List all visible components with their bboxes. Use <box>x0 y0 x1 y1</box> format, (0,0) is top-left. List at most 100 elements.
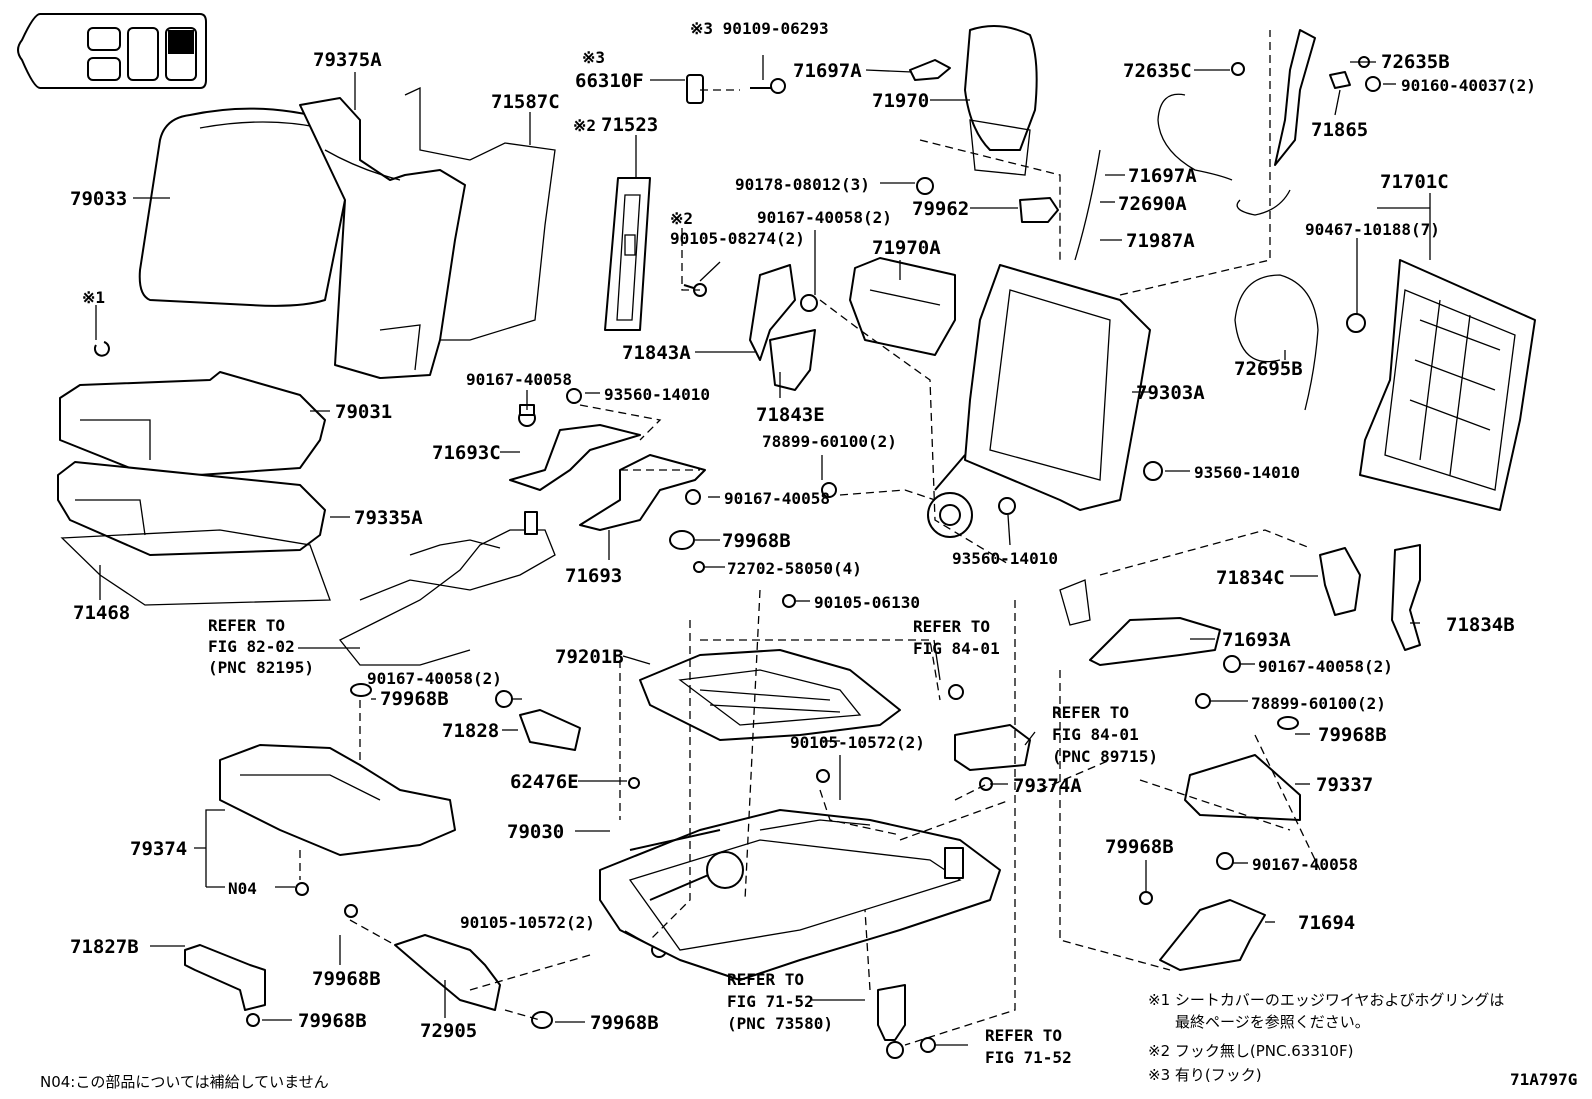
back-board-71701C <box>1359 259 1536 511</box>
cover-79337 <box>1184 754 1301 821</box>
label-71987A: 71987A <box>1126 230 1195 252</box>
cover-72905 <box>394 934 501 1011</box>
label-79968B-g: 79968B <box>590 1012 659 1034</box>
part-labels: 79375A 71587C 79033 79031 79335A 71468 ※… <box>70 19 1536 1042</box>
refer-84b-line2: FIG 84-01 <box>1052 725 1139 744</box>
note-2: ※2 フック無し(PNC.63310F) <box>1148 1042 1353 1060</box>
seat-frame-79201B <box>639 649 901 741</box>
felt-71587C <box>404 86 556 341</box>
label-79968B-e: 79968B <box>298 1010 367 1032</box>
label-90167-40058-b: 90167-40058 <box>724 489 830 508</box>
cover-71827B <box>184 944 266 1011</box>
label-90467-10188: 90467-10188(7) <box>1305 220 1440 239</box>
refer-82-line3: (PNC 82195) <box>208 658 314 677</box>
clip-71697A <box>909 59 951 81</box>
label-90160-40037: 90160-40037(2) <box>1401 76 1536 95</box>
label-79033: 79033 <box>70 188 127 210</box>
refer-7152b-line1: REFER TO <box>985 1026 1062 1045</box>
label-93560-14010-a: 93560-14010 <box>604 385 710 404</box>
label-90105-06130: 90105-06130 <box>814 593 920 612</box>
label-79962: 79962 <box>912 198 969 220</box>
label-90167-40058-c: 90167-40058 <box>1252 855 1358 874</box>
refer-84b-line3: (PNC 89715) <box>1052 747 1158 766</box>
bracket-71828 <box>519 709 581 751</box>
label-79201B: 79201B <box>555 646 624 668</box>
label-90105-08274: 90105-08274(2) <box>670 229 805 248</box>
label-72905: 72905 <box>420 1020 477 1042</box>
refer-7152a-line2: FIG 71-52 <box>727 992 814 1011</box>
label-71834C: 71834C <box>1216 567 1285 589</box>
label-71693: 71693 <box>565 565 622 587</box>
label-78899-60100-b: 78899-60100(2) <box>1251 694 1386 713</box>
label-71468: 71468 <box>73 602 130 624</box>
refer-7152b-line2: FIG 71-52 <box>985 1048 1072 1067</box>
label-90178-08012: 90178-08012(3) <box>735 175 870 194</box>
mark-2a: ※2 <box>573 116 596 135</box>
label-71843E: 71843E <box>756 404 825 426</box>
seat-position-indicator <box>17 13 207 89</box>
label-79374: 79374 <box>130 838 187 860</box>
label-79968B-b: 79968B <box>1318 724 1387 746</box>
label-71843A: 71843A <box>622 342 691 364</box>
footnotes: ※1 シートカバーのエッジワイヤおよびホグリングは 最終ページを参照ください。 … <box>40 991 1577 1091</box>
cover-79374 <box>219 744 456 856</box>
recliner-covers-71834 <box>1319 544 1421 651</box>
note-1-line1: ※1 シートカバーのエッジワイヤおよびホグリングは <box>1148 991 1504 1009</box>
label-79335A: 79335A <box>354 507 423 529</box>
label-71694: 71694 <box>1298 912 1355 934</box>
label-72695B: 72695B <box>1234 358 1303 380</box>
wire-harness <box>338 511 556 666</box>
headrest-71970 <box>964 25 1038 176</box>
hinge-cover-71693A <box>1059 579 1221 666</box>
refer-82-line1: REFER TO <box>208 616 285 635</box>
label-90105-10572-a: 90105-10572(2) <box>460 913 595 932</box>
label-71697A-b: 71697A <box>1128 165 1197 187</box>
label-71693C: 71693C <box>432 442 501 464</box>
note-n04: N04:この部品については補給していません <box>40 1073 329 1091</box>
refer-82-line2: FIG 82-02 <box>208 637 295 656</box>
hog-ring-icon <box>93 341 110 357</box>
mark-2b: ※2 <box>670 209 693 228</box>
label-71827B: 71827B <box>70 936 139 958</box>
ecu-box <box>954 724 1031 771</box>
cable-72695B <box>1234 274 1319 411</box>
label-71587C: 71587C <box>491 91 560 113</box>
label-72702-58050: 72702-58050(4) <box>727 559 862 578</box>
label-79337: 79337 <box>1316 774 1373 796</box>
label-79030: 79030 <box>507 821 564 843</box>
label-79303A: 79303A <box>1136 382 1205 404</box>
hinge-cover-71523 <box>604 177 651 331</box>
note-3: ※3 有り(フック) <box>1148 1066 1262 1084</box>
label-90167-40058-a: 90167-40058 <box>466 370 572 389</box>
recliner-covers <box>749 264 816 391</box>
label-90167-40058-2b: 90167-40058(2) <box>1258 657 1393 676</box>
headrest-support-71970A <box>849 257 956 356</box>
label-93560-14010-b: 93560-14010 <box>1194 463 1300 482</box>
leader-lines <box>95 55 1431 1046</box>
drawing-code: 71A797G <box>1510 1070 1577 1089</box>
label-72635C: 72635C <box>1123 60 1192 82</box>
label-90105-10572-b: 90105-10572(2) <box>790 733 925 752</box>
label-62476E: 62476E <box>510 771 579 793</box>
cushion-cover-79031 <box>59 371 326 479</box>
label-79968B-c: 79968B <box>1105 836 1174 858</box>
cushion-pad-79335A <box>57 461 326 556</box>
seatback-cover-79033 <box>138 107 347 307</box>
label-79374A: 79374A <box>1013 775 1082 797</box>
cap-79962 <box>1019 197 1059 223</box>
label-79968B-d: 79968B <box>380 688 449 710</box>
label-71834B: 71834B <box>1446 614 1515 636</box>
label-71693A: 71693A <box>1222 629 1291 651</box>
release-handle-71865 <box>1274 29 1351 166</box>
label-90167-40058-2c: 90167-40058(2) <box>367 669 502 688</box>
label-72635B: 72635B <box>1381 51 1450 73</box>
label-90167-40058-2a: 90167-40058(2) <box>757 208 892 227</box>
label-71970A: 71970A <box>872 237 941 259</box>
label-71970: 71970 <box>872 90 929 112</box>
refer-7152a-line3: (PNC 73580) <box>727 1014 833 1033</box>
label-66310F: 66310F <box>575 70 644 92</box>
hinge-covers-71693 <box>509 424 706 531</box>
label-71865: 71865 <box>1311 119 1368 141</box>
cable-72690A <box>1074 93 1291 261</box>
